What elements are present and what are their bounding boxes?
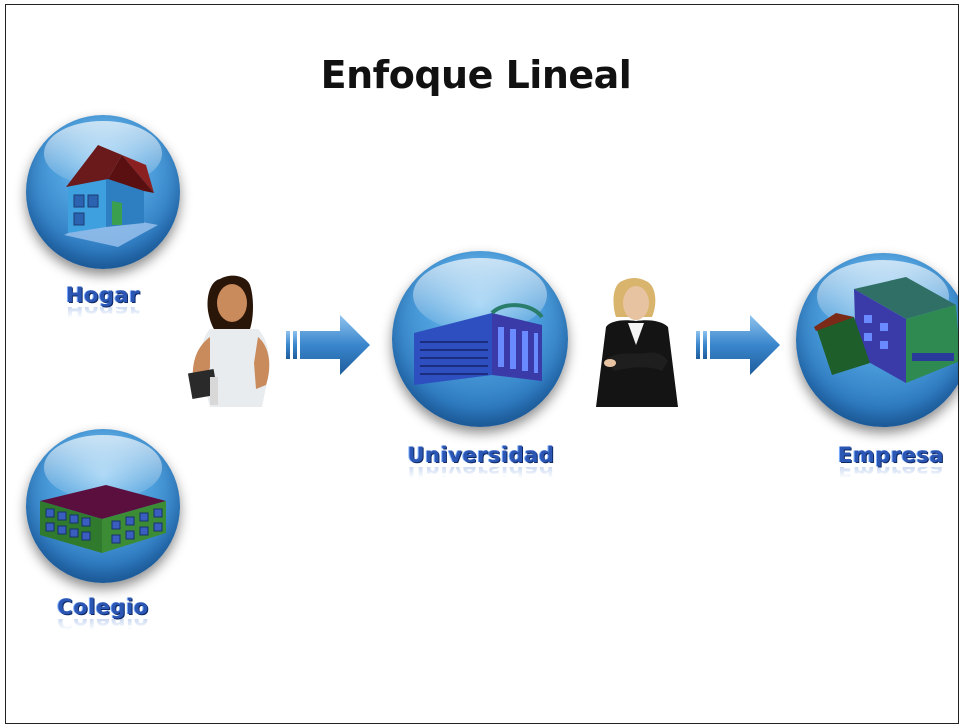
universidad-circle: [392, 251, 568, 427]
hogar-circle: [26, 115, 180, 269]
colegio-label-reflection: Colegio: [57, 619, 149, 633]
right-arrow-icon: [286, 315, 370, 375]
empresa-circle: [796, 253, 958, 427]
colegio-circle: [26, 429, 180, 583]
university-building-icon: [414, 303, 544, 385]
student-person-icon: [187, 275, 270, 407]
businesswoman-person-icon: [596, 278, 678, 407]
empresa-label: Empresa: [837, 443, 945, 467]
universidad-label-reflection: Universidad: [407, 467, 555, 481]
hogar-label: Hogar: [65, 283, 141, 307]
universidad-label: Universidad: [407, 443, 555, 467]
company-building-icon: [814, 277, 958, 383]
right-arrow-icon: [696, 315, 780, 375]
hogar-label-reflection: Hogar: [65, 307, 141, 321]
empresa-label-reflection: Empresa: [837, 467, 945, 481]
school-building-icon: [40, 485, 166, 553]
slide: Enfoque Lineal Hogar Hogar: [5, 4, 959, 724]
slide-title: Enfoque Lineal: [320, 53, 632, 97]
colegio-label: Colegio: [57, 595, 149, 619]
house-icon: [64, 145, 158, 247]
